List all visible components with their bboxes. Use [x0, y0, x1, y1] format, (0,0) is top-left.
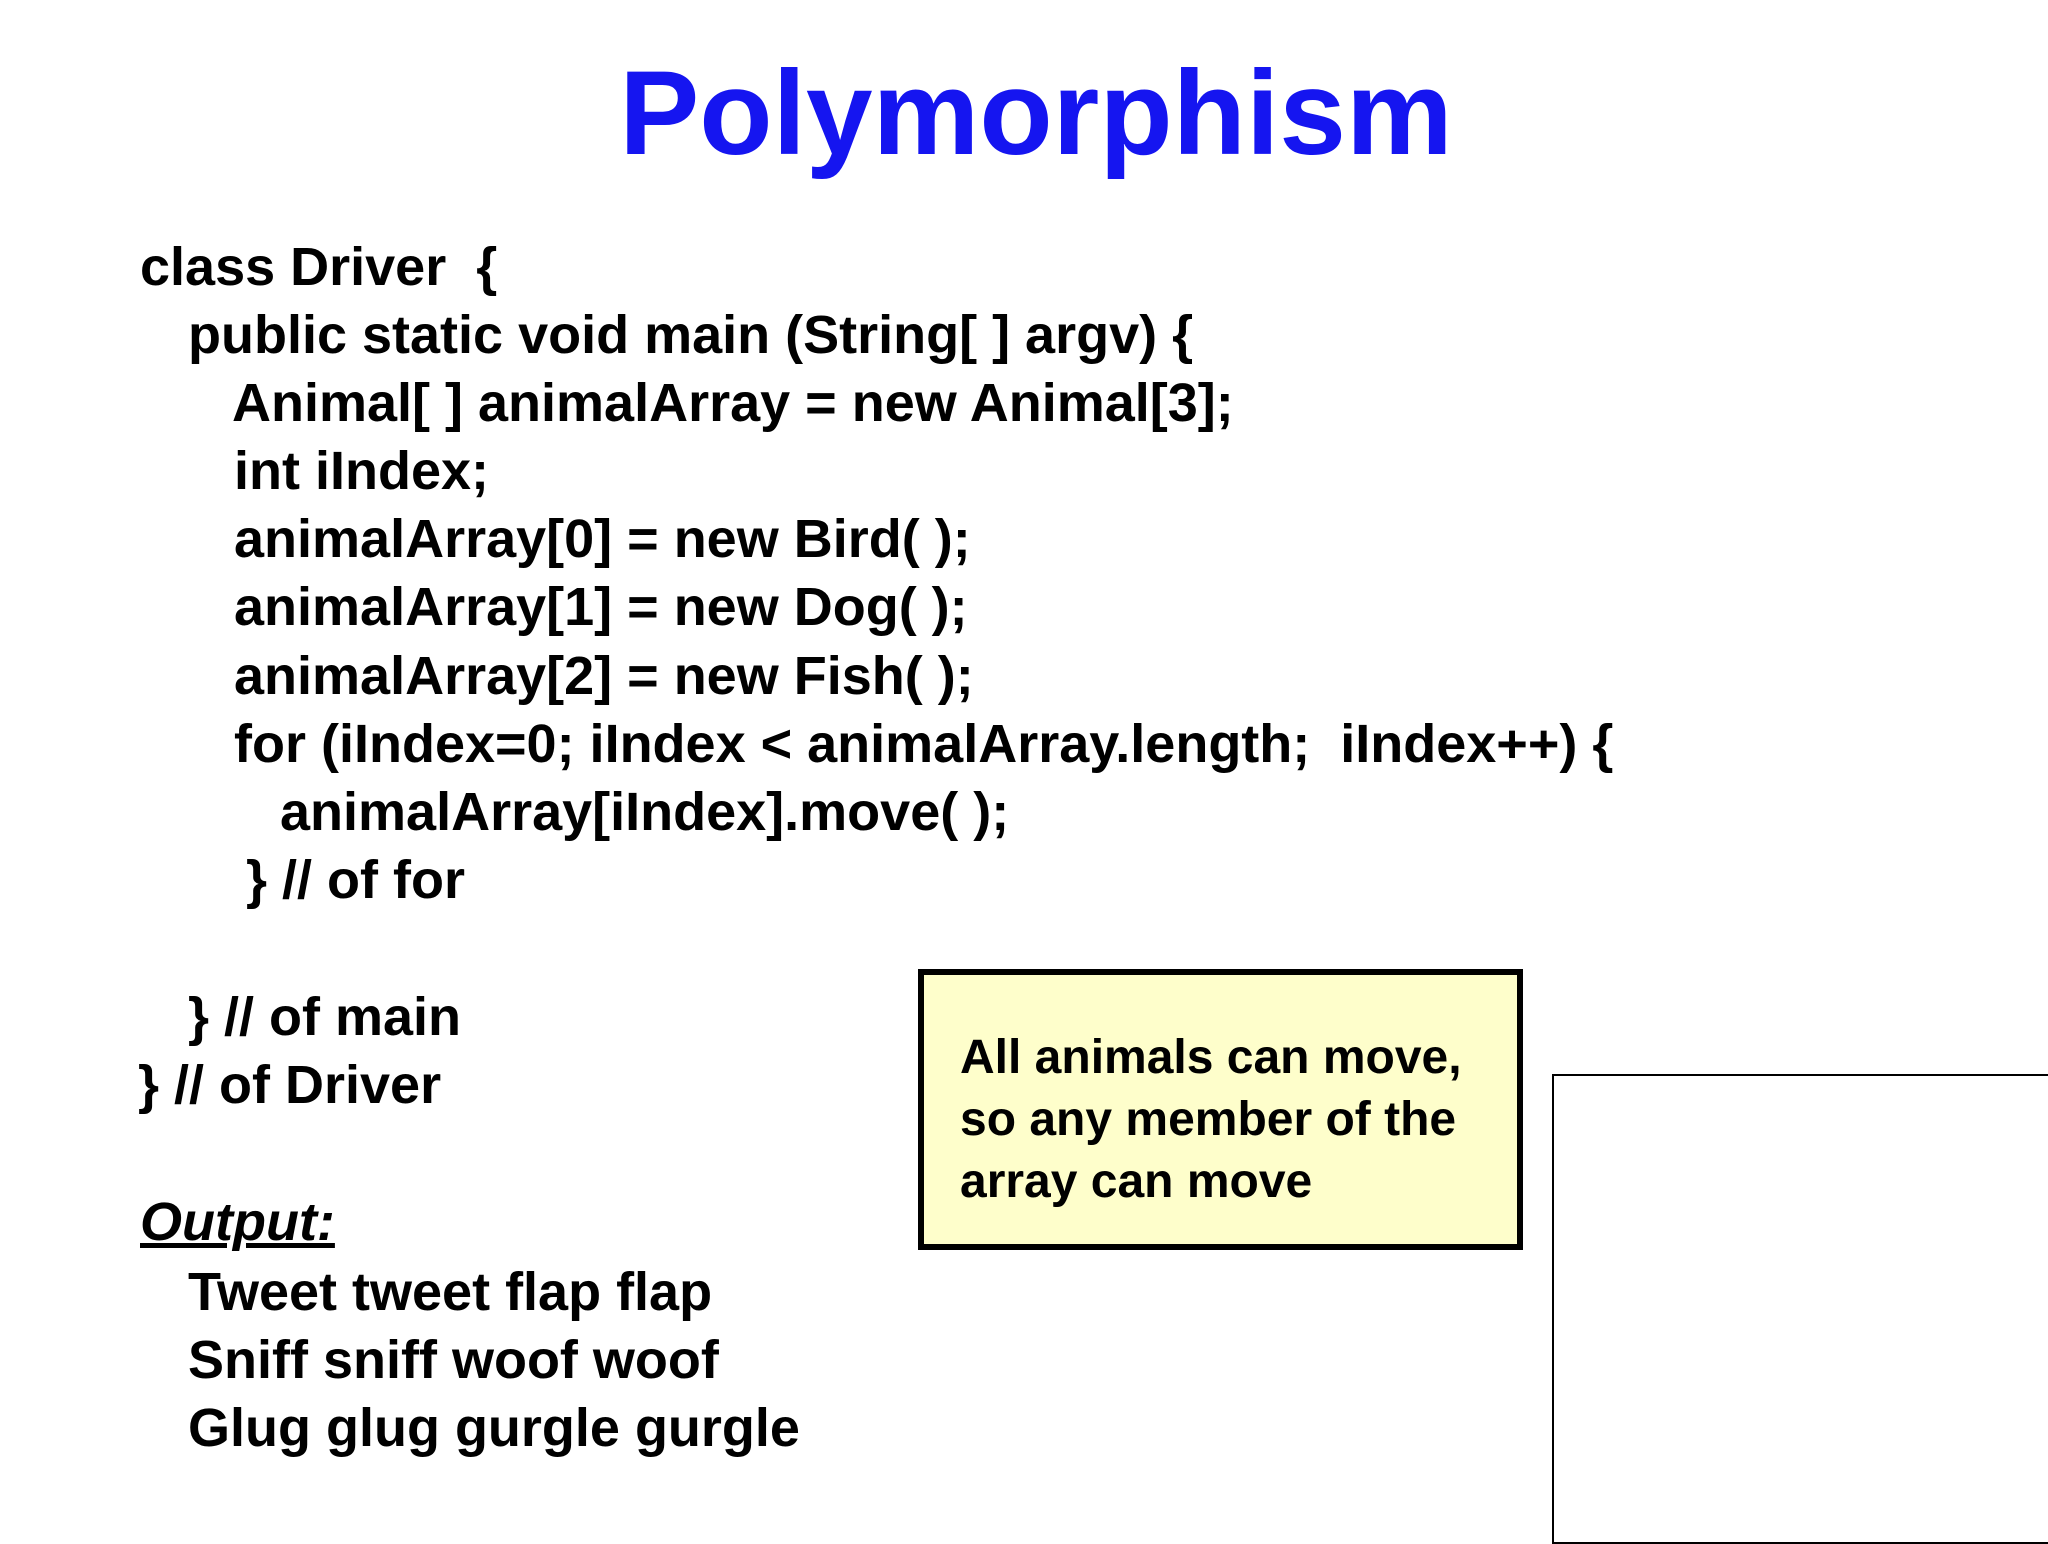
- code-line: public static void main (String[ ] argv)…: [188, 305, 1194, 365]
- code-line: int iIndex;: [234, 441, 489, 501]
- code-line: for (iIndex=0; iIndex < animalArray.leng…: [234, 714, 1614, 774]
- callout-line: All animals can move,: [960, 1031, 1462, 1084]
- empty-frame: [1552, 1074, 2048, 1544]
- output-heading: Output:: [140, 1192, 335, 1252]
- output-line: Glug glug gurgle gurgle: [188, 1398, 800, 1458]
- code-line: animalArray[2] = new Fish( );: [234, 646, 974, 706]
- code-line: animalArray[0] = new Bird( );: [234, 509, 971, 569]
- code-line: } // of for: [246, 850, 465, 910]
- code-line: } // of Driver: [138, 1055, 442, 1115]
- slide-title: Polymorphism: [619, 46, 1453, 180]
- code-line: Animal[ ] animalArray = new Animal[3];: [232, 373, 1234, 433]
- code-line: animalArray[1] = new Dog( );: [234, 577, 968, 637]
- callout-box: All animals can move, so any member of t…: [918, 969, 1523, 1250]
- output-line: Tweet tweet flap flap: [188, 1262, 713, 1322]
- code-line: } // of main: [188, 987, 462, 1047]
- code-line: animalArray[iIndex].move( );: [280, 782, 1010, 842]
- callout-line: array can move: [960, 1155, 1313, 1208]
- callout-line: so any member of the: [960, 1093, 1457, 1146]
- output-line: Sniff sniff woof woof: [188, 1330, 719, 1390]
- code-line: class Driver {: [140, 237, 498, 297]
